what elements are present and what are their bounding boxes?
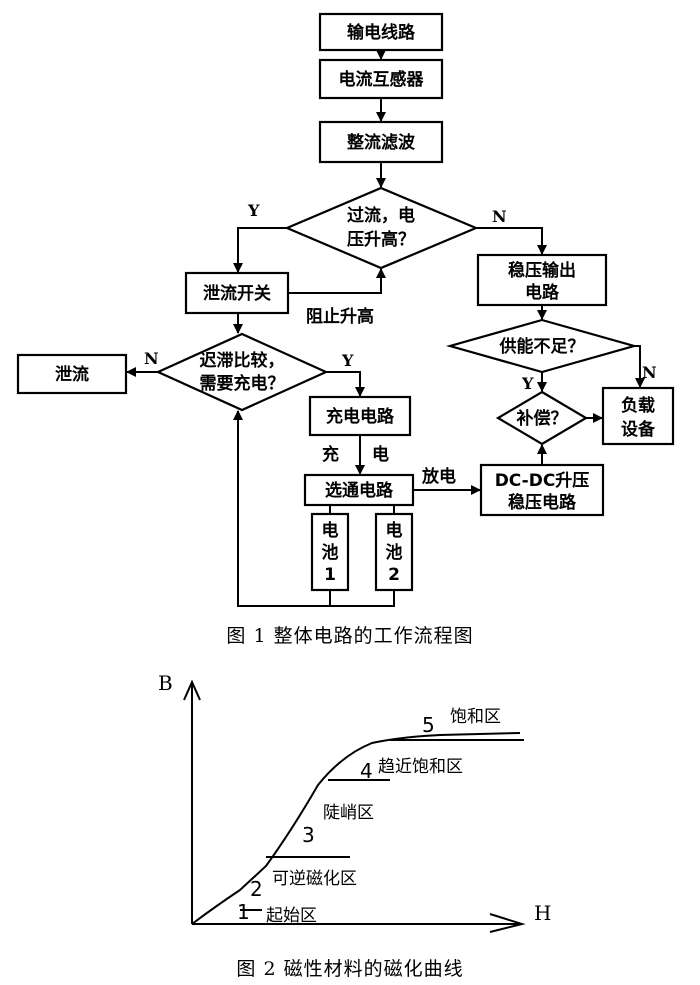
label-no-hysteresis: N	[144, 349, 159, 368]
label-overcurrent-line2: 压升高？	[347, 229, 415, 250]
x-axis-label: H	[534, 901, 551, 925]
label-dcdc-line2: 稳压电路	[508, 492, 577, 513]
label-load-line2: 设备	[621, 419, 656, 440]
region-3-number: 3	[302, 823, 315, 847]
magnetization-curve-line	[191, 732, 521, 925]
label-selector-circuit: 选通电路	[325, 480, 394, 501]
box-shunt	[16, 353, 128, 395]
region-5-label: 饱和区	[450, 707, 501, 727]
label-compensate: 补偿？	[516, 408, 568, 429]
label-hysteresis-line2: 需要充电？	[200, 373, 285, 394]
label-shunt-switch: 泄流开关	[203, 283, 271, 304]
label-rectifier-filter: 整流滤波	[347, 132, 416, 153]
label-battery2-c2: 池	[386, 542, 403, 563]
label-no-overcurrent: N	[492, 207, 507, 226]
label-power-insufficient: 供能不足？	[499, 336, 585, 357]
region-4-number: 4	[360, 759, 373, 783]
figure1-caption: 图 1 整体电路的工作流程图	[226, 625, 473, 647]
label-regulated-output-line2: 电路	[525, 282, 560, 303]
label-hysteresis-line1: 迟滞比较，	[200, 350, 285, 371]
y-axis-arrow	[183, 679, 201, 701]
figure2-caption: 图 2 磁性材料的磁化曲线	[236, 958, 463, 980]
label-load-line1: 负载	[621, 395, 655, 416]
flowchart-connectors	[126, 50, 645, 607]
label-transmission-line: 输电线路	[347, 22, 416, 43]
region-1-number: 1	[237, 900, 250, 924]
region-3-label: 陡峭区	[323, 803, 374, 823]
region-2-number: 2	[250, 877, 263, 901]
y-axis-label: B	[158, 671, 173, 695]
label-battery1-c3: 1	[324, 565, 336, 585]
box-load-device	[601, 386, 675, 446]
label-charging-circuit: 充电电路	[326, 406, 395, 427]
label-no-power: N	[642, 363, 657, 382]
label-regulated-output-line1: 稳压输出	[508, 260, 576, 281]
label-charge-2: 电	[372, 444, 389, 465]
magnetization-curve: B H 1 2 3 4 5 起始区 可逆磁化区 陡峭区 趋近饱和区 饱和区 图 …	[158, 671, 551, 980]
label-battery2-c1: 电	[386, 520, 403, 541]
box-battery-1	[310, 512, 350, 592]
label-battery2-c3: 2	[388, 565, 400, 585]
label-stop-rising: 阻止升高	[306, 306, 374, 327]
region-5-number: 5	[422, 713, 435, 737]
box-battery-2	[374, 512, 414, 592]
label-yes-power: Y	[521, 374, 534, 393]
label-shunt: 泄流	[55, 364, 89, 385]
flowchart: 输电线路 电流互感器 整流滤波 过流，电 压升高？ 泄流开关 稳压输出 电路 泄…	[16, 12, 675, 647]
label-overcurrent-line1: 过流，电	[347, 205, 415, 226]
label-yes-overcurrent: Y	[247, 201, 260, 220]
region-4-label: 趋近饱和区	[378, 757, 463, 777]
box-charging-circuit	[308, 395, 412, 437]
box-dcdc-boost	[479, 463, 605, 517]
label-dcdc-line1: DC-DC升压	[495, 471, 590, 491]
region-1-label: 起始区	[266, 906, 317, 926]
decision-overcurrent	[284, 186, 479, 270]
label-charge-1: 充	[322, 444, 339, 465]
region-2-label: 可逆磁化区	[272, 869, 357, 889]
x-axis-arrow	[489, 913, 526, 933]
decision-hysteresis	[155, 332, 329, 412]
label-current-transformer: 电流互感器	[339, 69, 425, 90]
label-yes-hysteresis: Y	[341, 351, 354, 370]
label-battery1-c1: 电	[322, 520, 339, 541]
label-discharge: 放电	[421, 466, 456, 487]
label-battery1-c2: 池	[322, 542, 339, 563]
